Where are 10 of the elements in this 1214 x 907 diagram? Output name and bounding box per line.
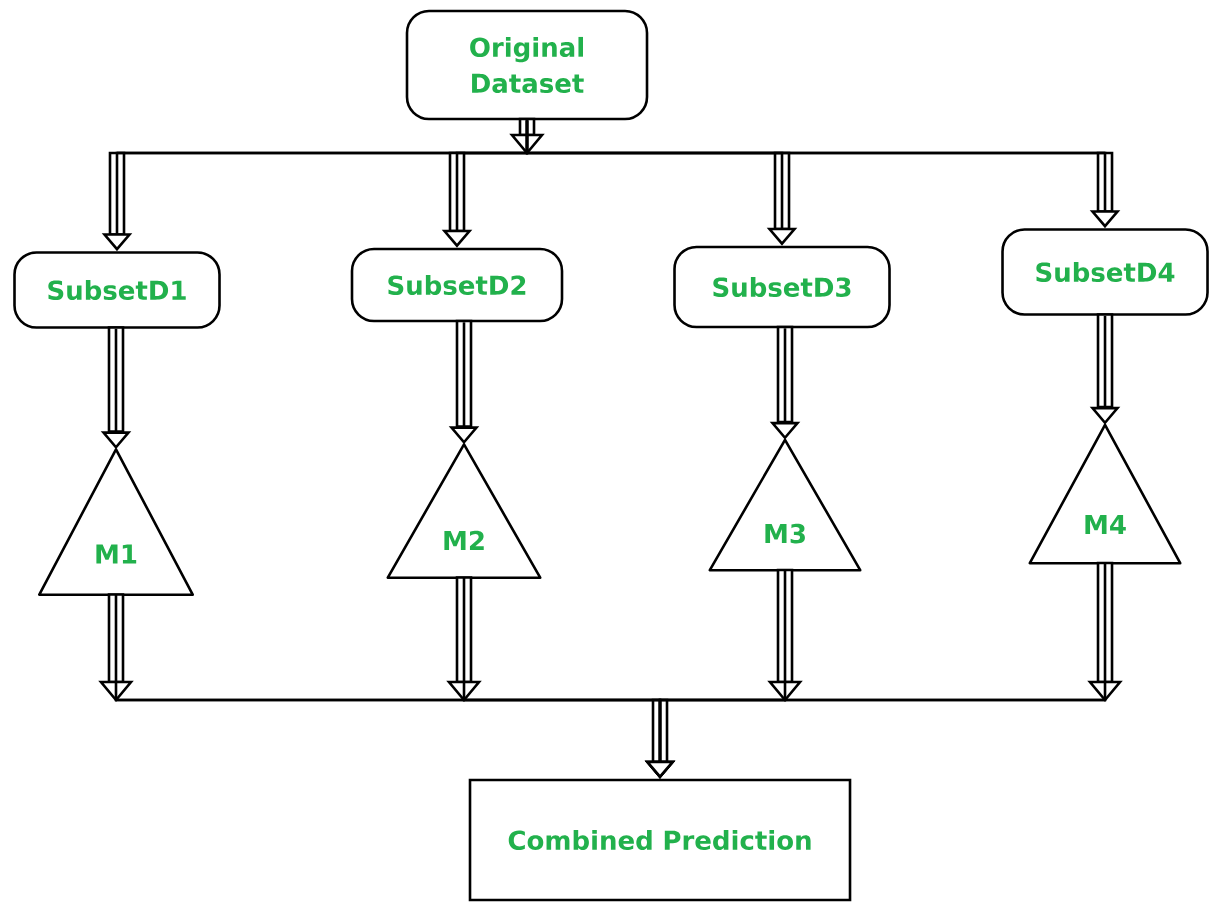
model-triangle: M1 xyxy=(38,448,194,596)
process-box: SubsetD1 xyxy=(13,251,221,329)
process-box: Original Dataset xyxy=(405,9,649,121)
process-box: SubsetD4 xyxy=(1001,228,1209,316)
model-triangle: M4 xyxy=(1028,423,1182,565)
model-triangle: M2 xyxy=(386,443,542,579)
process-box: SubsetD3 xyxy=(673,245,891,329)
model-triangle: M3 xyxy=(708,438,862,572)
process-box: SubsetD2 xyxy=(350,247,564,323)
result-box: Combined Prediction xyxy=(468,778,852,902)
